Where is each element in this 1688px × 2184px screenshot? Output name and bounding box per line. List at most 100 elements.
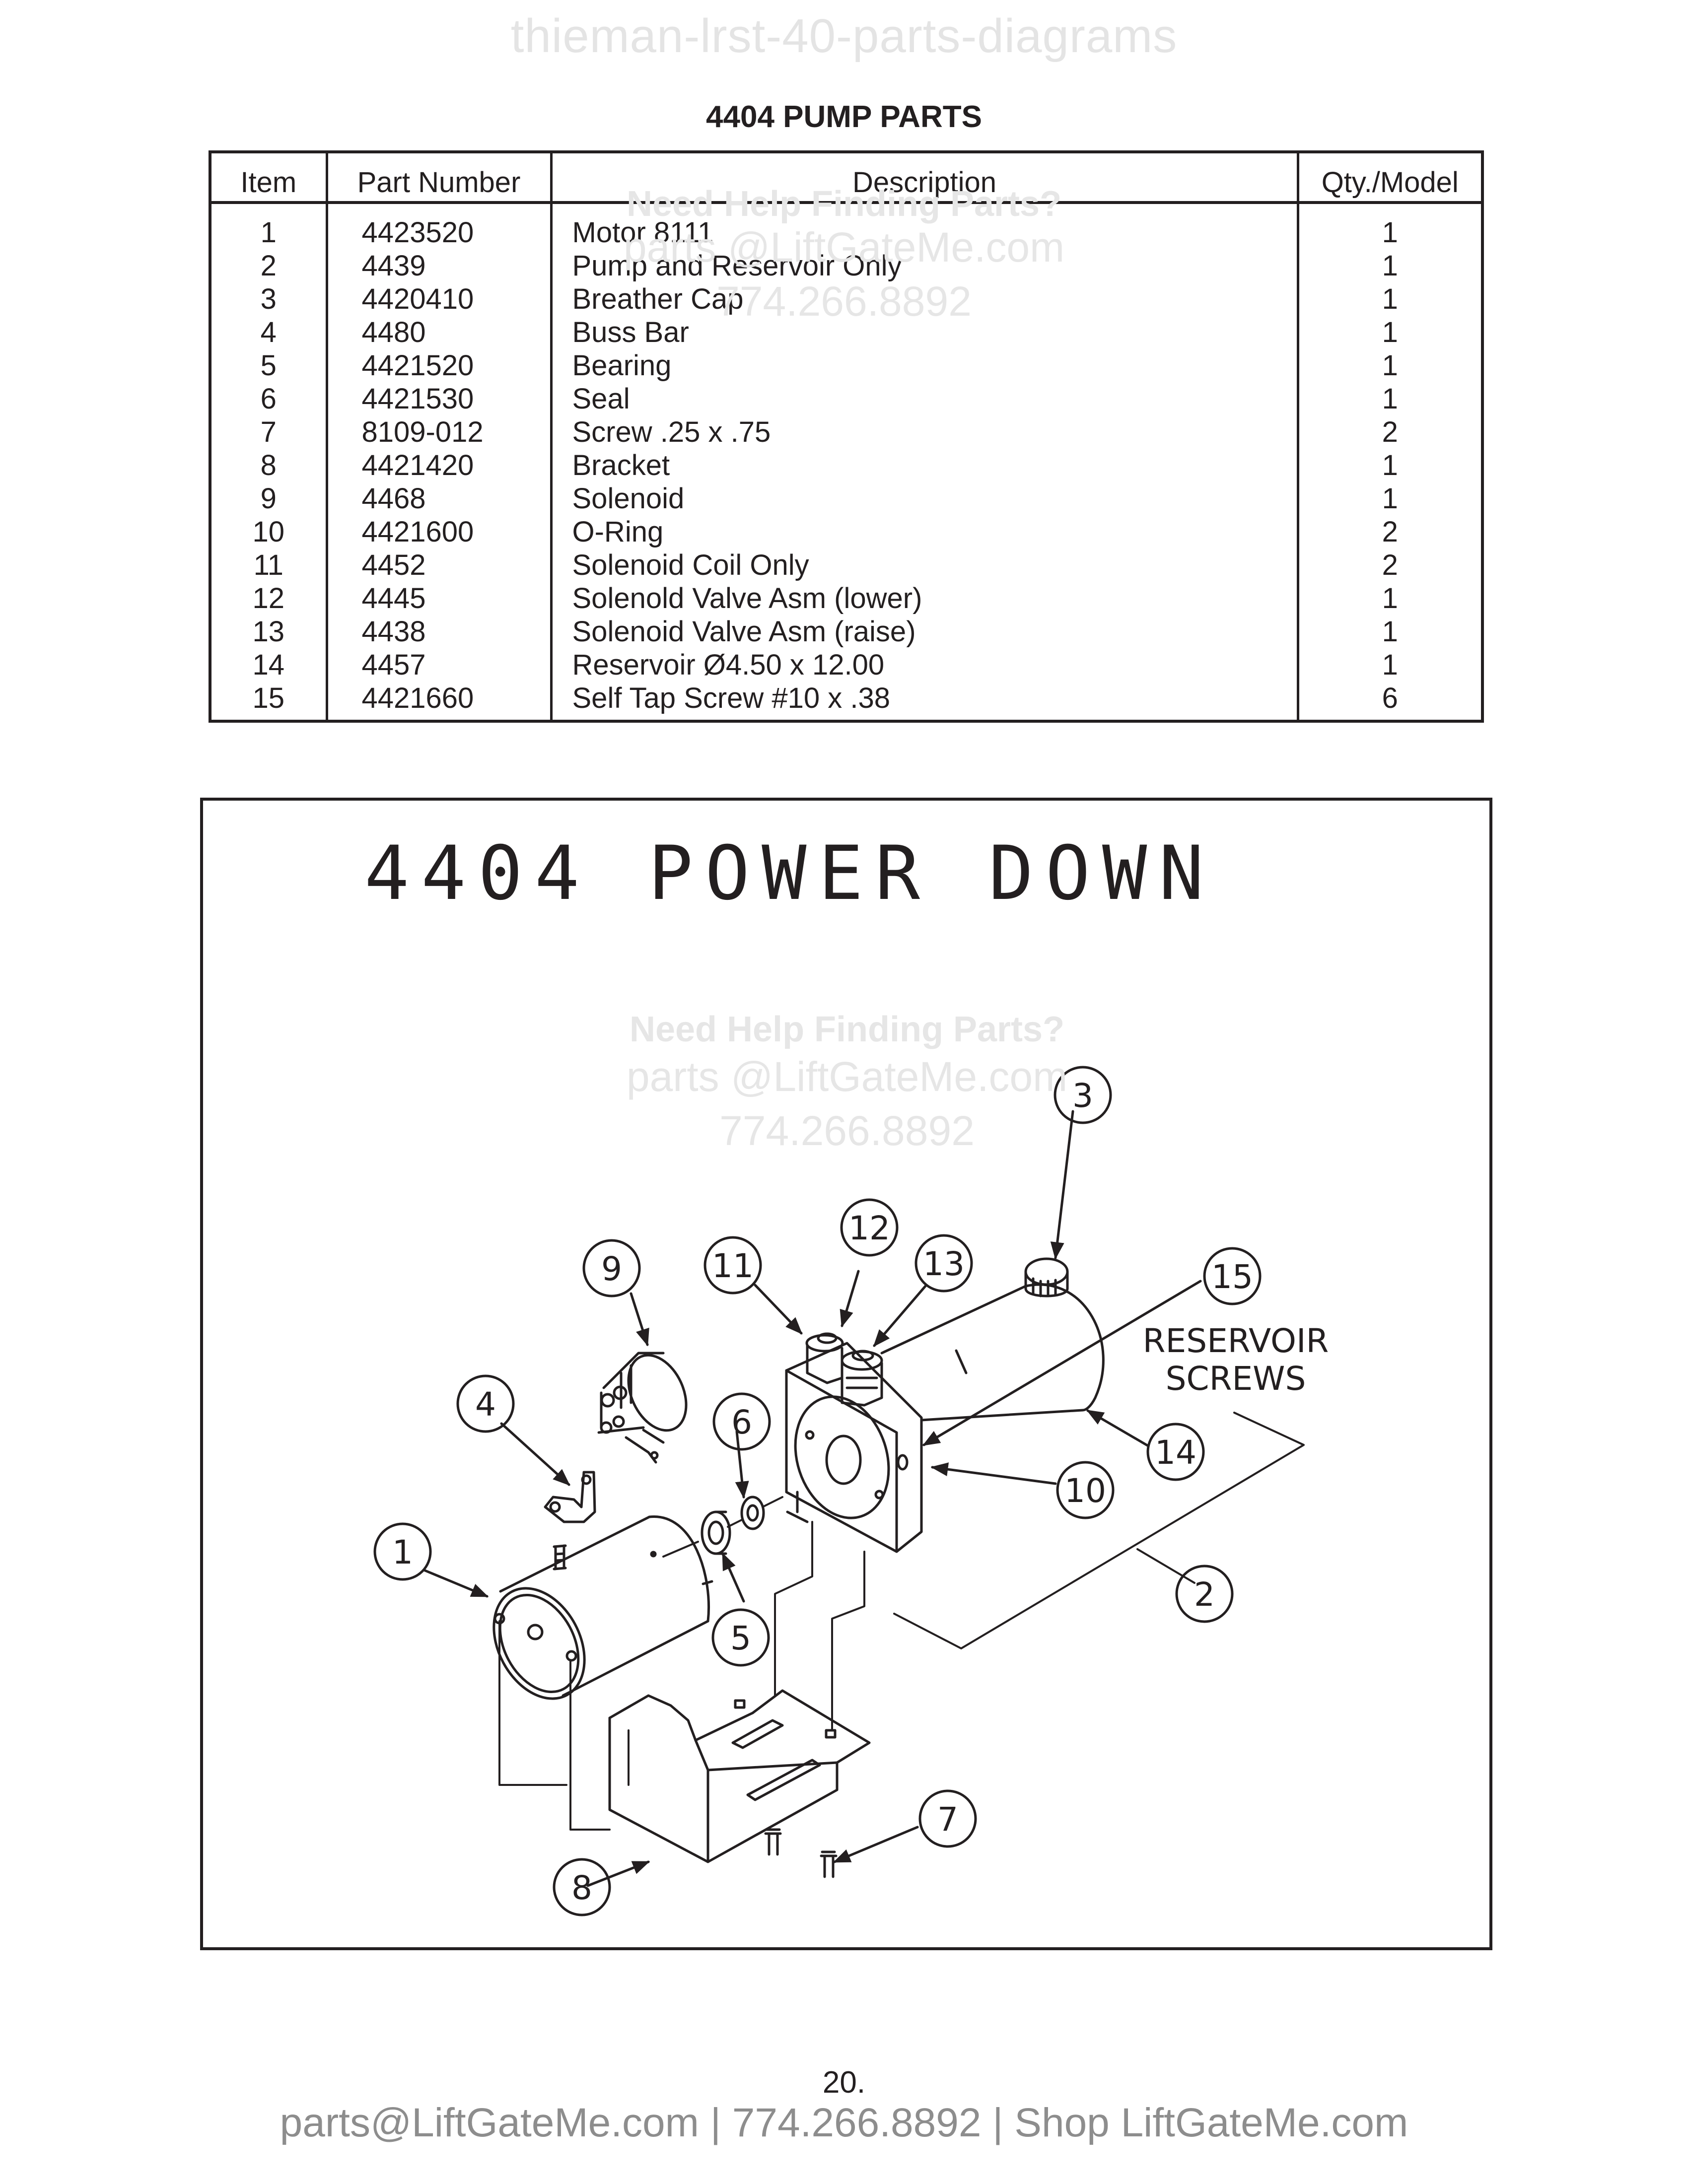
callout-circle-5 [711, 1608, 770, 1667]
cell-qty: 1 [1382, 250, 1398, 282]
cell-description: Reservoir Ø4.50 x 12.00 [551, 648, 1299, 682]
callout-label-5: 5 [730, 1619, 751, 1657]
callout-label-3: 3 [1072, 1077, 1093, 1115]
cell-part-number: 4445 [327, 582, 553, 615]
column-header-item: Item [210, 152, 328, 204]
cell-item: 15 [210, 682, 328, 721]
cell-description: O-Ring [551, 515, 1299, 548]
cell-item: 12 [210, 582, 328, 615]
cell-qty: 1 [1382, 283, 1398, 315]
callout-circle-14 [1146, 1423, 1205, 1481]
cell-description: Screw .25 x .75 [551, 415, 1299, 449]
cell-part-number: 4480 [327, 316, 553, 349]
column-header-qty: Qty./Model [1298, 152, 1482, 204]
cell-item: 4 [210, 316, 328, 349]
cell-qty: 6 [1382, 682, 1398, 714]
callout-circle-10 [1056, 1461, 1115, 1519]
cell-part-number: 4423520 [327, 203, 553, 249]
cell-item: 6 [210, 382, 328, 415]
breather-cap-shape [1024, 1257, 1069, 1297]
cell-item: 2 [210, 249, 328, 282]
motor-shape [492, 1515, 713, 1700]
callout-circle-7 [918, 1789, 977, 1848]
cell-description: Seal [551, 382, 1299, 415]
callout-circle-11 [703, 1236, 762, 1295]
footer-contact: parts@LiftGateMe.com | 774.266.8892 | Sh… [280, 2100, 1408, 2145]
callout-circle-4 [456, 1374, 515, 1433]
page-number: 20. [822, 2065, 866, 2100]
cell-part-number: 4439 [327, 249, 553, 282]
parts-table: Item Part Number Description Qty./Model … [209, 150, 1484, 723]
reservoir-screws-note: RESERVOIR SCREWS [1143, 1322, 1329, 1398]
cell-part-number: 8109-012 [327, 415, 553, 449]
pump-block-shape [785, 1342, 923, 1553]
note-line-2: SCREWS [1166, 1360, 1306, 1398]
callout-label-4: 4 [475, 1385, 496, 1424]
cell-item: 9 [210, 482, 328, 515]
note-line-1: RESERVOIR [1143, 1322, 1329, 1360]
callout-label-2: 2 [1194, 1575, 1215, 1614]
table-title: 4404 PUMP PARTS [706, 100, 982, 134]
diagram-frame: 4404 POWER DOWN [200, 798, 1492, 1950]
cell-description: Motor 8111 [551, 203, 1299, 249]
cell-qty: 1 [1382, 615, 1398, 648]
callout-circle-1 [373, 1522, 432, 1581]
cell-part-number: 4452 [327, 548, 553, 582]
column-header-description: Description [551, 152, 1299, 204]
reservoir-shape [880, 1283, 1105, 1422]
cell-item: 3 [210, 282, 328, 316]
cell-description: Breather Cap [551, 282, 1299, 316]
leader-lines [498, 1412, 1305, 1831]
callout-circle-2 [1175, 1565, 1234, 1623]
callout-label-13: 13 [923, 1245, 965, 1283]
header-watermark: thieman-lrst-40-parts-diagrams [510, 9, 1178, 63]
callout-circle-9 [582, 1239, 641, 1297]
cell-qty: 1 [1382, 649, 1398, 681]
column-header-part-number: Part Number [327, 152, 553, 204]
cell-description: Solenold Valve Asm (lower) [551, 582, 1299, 615]
cell-qty: 1 [1382, 449, 1398, 481]
valve-cartridges-shape [805, 1332, 883, 1407]
cell-qty: 2 [1382, 549, 1398, 581]
callout-label-12: 12 [848, 1209, 890, 1247]
cell-description: Solenoid Coil Only [551, 548, 1299, 582]
cell-qty: 1 [1382, 383, 1398, 415]
cell-description: Bearing [551, 349, 1299, 382]
cell-part-number: 4438 [327, 615, 553, 648]
cell-description: Pump and Reservoir Only [551, 249, 1299, 282]
callout-circle-12 [840, 1198, 899, 1257]
bracket-shape [608, 1689, 871, 1863]
cell-item: 10 [210, 515, 328, 548]
cell-qty: 1 [1382, 582, 1398, 614]
cell-part-number: 4421420 [327, 449, 553, 482]
cell-qty: 1 [1382, 482, 1398, 515]
cell-qty: 1 [1382, 349, 1398, 382]
cell-part-number: 4421660 [327, 682, 553, 721]
cell-description: Bracket [551, 449, 1299, 482]
cell-description: Solenoid Valve Asm (raise) [551, 615, 1299, 648]
callout-label-11: 11 [712, 1247, 754, 1285]
bracket-screws-shape [764, 1828, 838, 1878]
cell-part-number: 4421600 [327, 515, 553, 548]
solenoid-shape [597, 1352, 688, 1464]
cell-part-number: 4421520 [327, 349, 553, 382]
callout-label-15: 15 [1211, 1258, 1253, 1296]
cell-description: Buss Bar [551, 316, 1299, 349]
cell-part-number: 4421530 [327, 382, 553, 415]
callout-label-10: 10 [1064, 1472, 1106, 1510]
buss-bar-shape [544, 1471, 596, 1523]
callout-label-9: 9 [601, 1250, 622, 1288]
callout-label-14: 14 [1155, 1433, 1196, 1472]
seal-shape [740, 1496, 765, 1530]
callout-label-6: 6 [731, 1403, 752, 1441]
cell-part-number: 4420410 [327, 282, 553, 316]
exploded-pump-diagram: 1 2 3 4 5 6 7 8 9 10 11 12 13 14 15 RESE… [373, 1066, 1329, 1916]
